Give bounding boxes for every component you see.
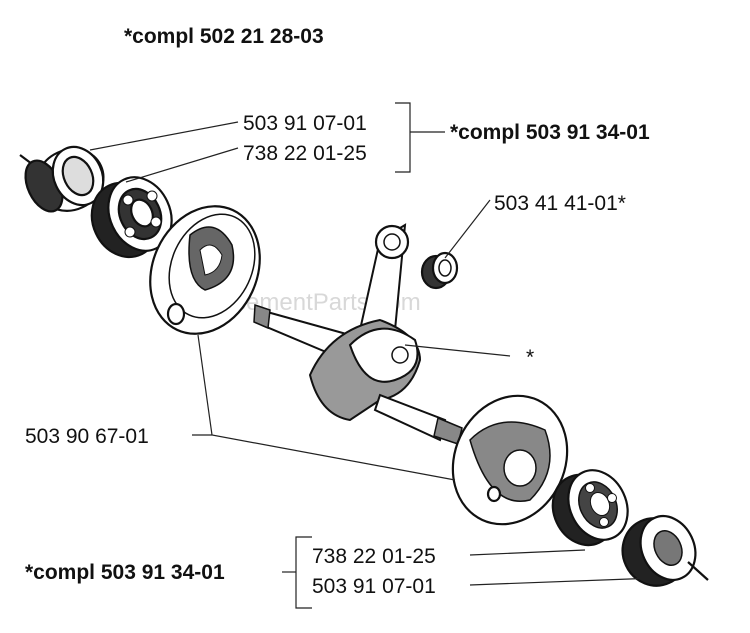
part-number-crank-half: 503 90 67-01 — [25, 425, 149, 448]
part-number-needle-bearing: 503 41 41-01* — [494, 192, 626, 215]
seal-ring-bottom — [621, 515, 709, 587]
part-number-bearing-bottom: 738 22 01-25 — [312, 545, 436, 568]
crankshaft-marker: * — [526, 346, 534, 369]
crankshaft — [253, 223, 463, 445]
ball-bearing-bottom — [551, 469, 629, 547]
part-number-seal-bottom: 503 91 07-01 — [312, 575, 436, 598]
leader-lines — [89, 102, 656, 609]
kit-label-top: *compl 503 91 34-01 — [450, 121, 650, 144]
part-number-seal-top: 503 91 07-01 — [243, 112, 367, 135]
assembly-title: *compl 502 21 28-03 — [124, 25, 324, 48]
kit-label-bottom: *compl 503 91 34-01 — [25, 561, 225, 584]
crank-half-right — [451, 394, 569, 526]
crank-half-left — [149, 205, 261, 335]
part-number-bearing-top: 738 22 01-25 — [243, 142, 367, 165]
needle-bearing — [420, 251, 459, 290]
seal-ring-top — [19, 145, 105, 213]
ball-bearing-top — [90, 176, 173, 259]
